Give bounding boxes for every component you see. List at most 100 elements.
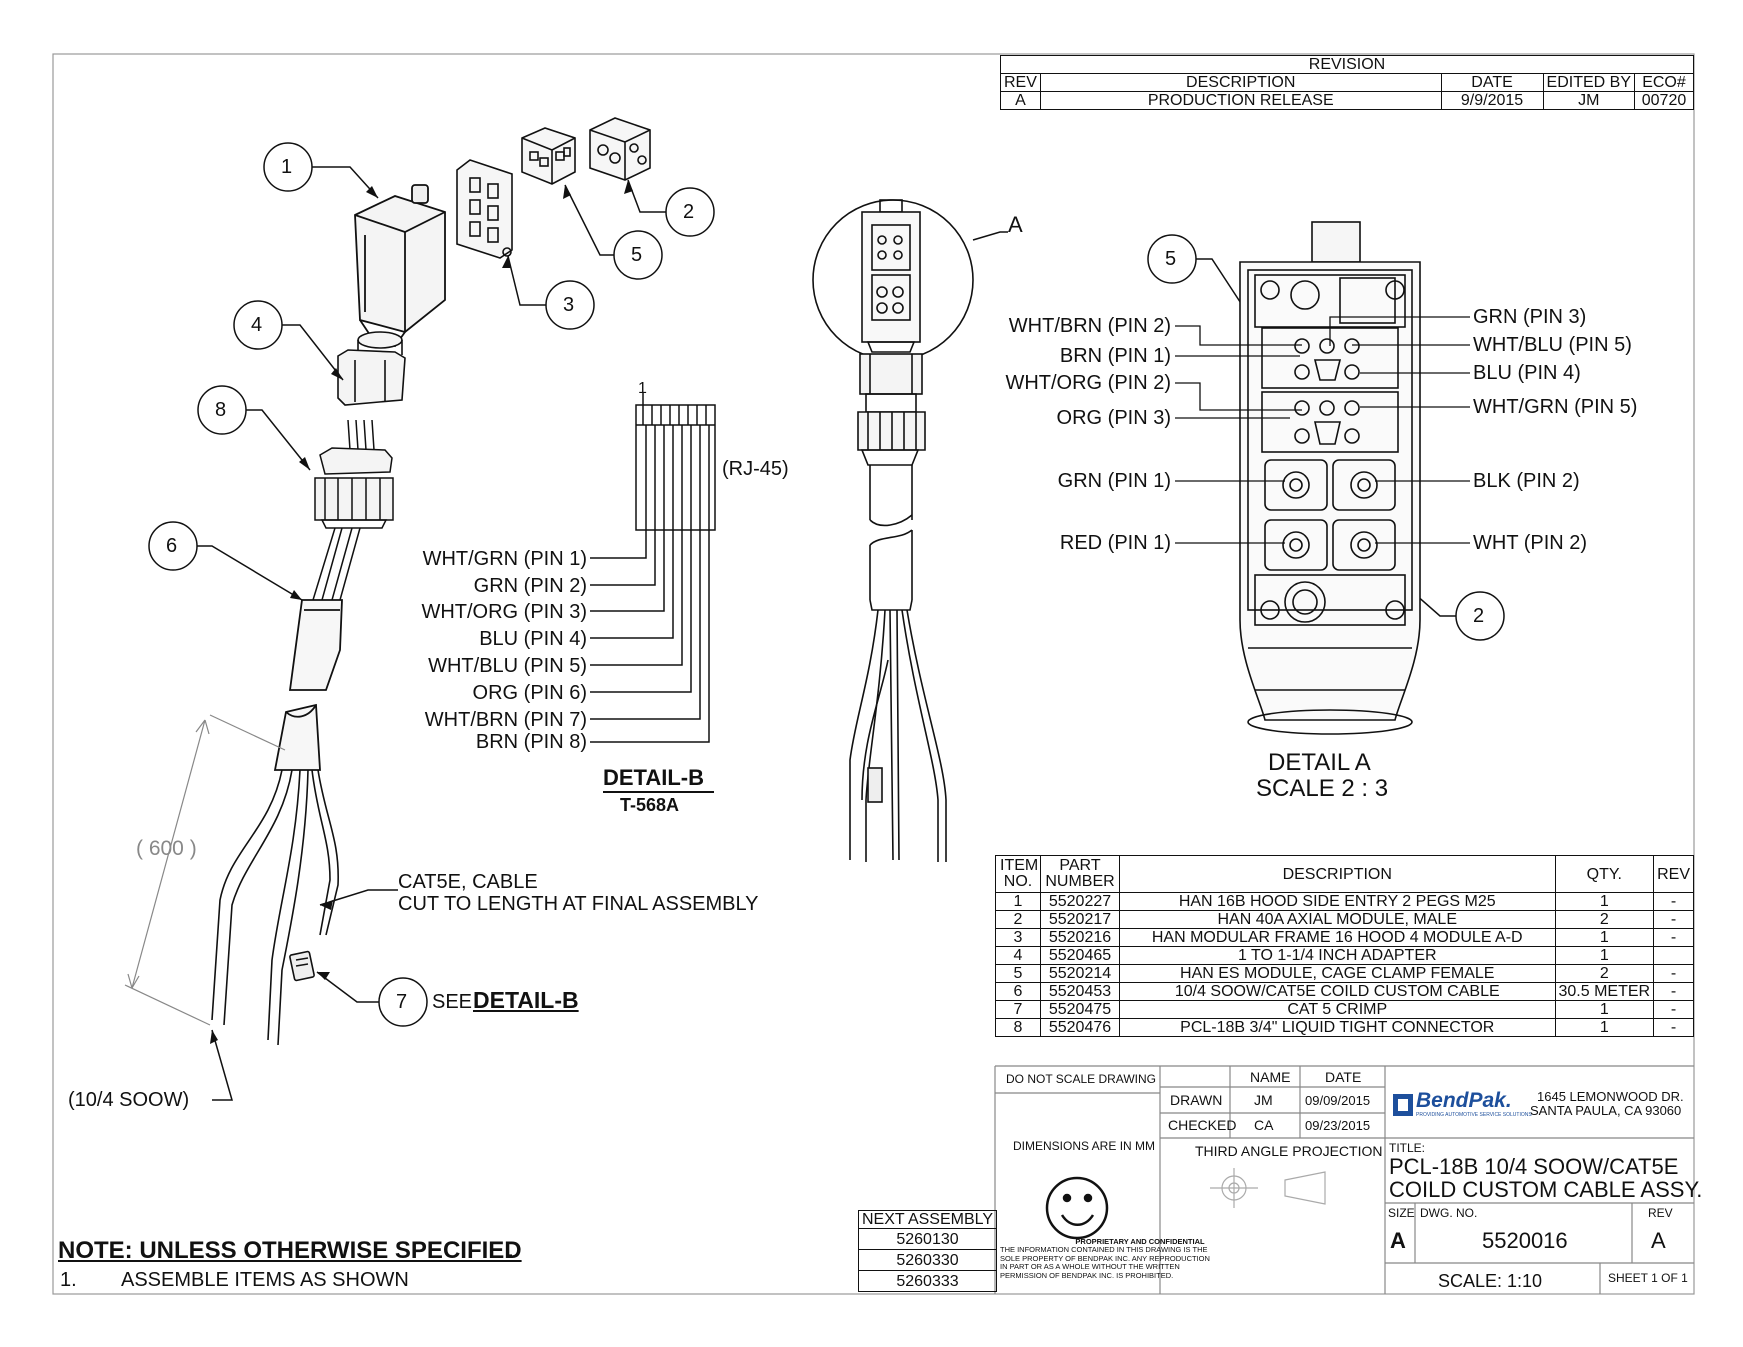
bom-cell: 1 xyxy=(995,892,1041,911)
bom-cell: 5 xyxy=(995,964,1041,983)
checked-date: 09/23/2015 xyxy=(1305,1118,1371,1133)
bom-qty-header: QTY. xyxy=(1554,855,1655,893)
dimensions-note: DIMENSIONS ARE IN MM xyxy=(1013,1139,1156,1153)
balloon-6: 6 xyxy=(166,535,178,557)
drawn-name: JM xyxy=(1254,1092,1273,1108)
rev-eco: 00720 xyxy=(1634,91,1694,110)
bom-cell: CAT 5 CRIMP xyxy=(1119,1000,1556,1019)
detail-a-left-5: GRN (PIN 1) xyxy=(1057,470,1171,492)
bom-cell: - xyxy=(1653,928,1694,947)
notes-title-period: . xyxy=(507,1237,514,1264)
note-1-text: ASSEMBLE ITEMS AS SHOWN xyxy=(121,1269,409,1291)
checked-name: CA xyxy=(1254,1117,1274,1133)
proprietary-text: THE INFORMATION CONTAINED IN THIS DRAWIN… xyxy=(1000,1245,1210,1280)
bom-description-header: DESCRIPTION xyxy=(1119,855,1556,893)
bom-item-header-text: ITEM NO. xyxy=(1000,857,1039,890)
next-assembly-row: 5260330 xyxy=(857,1249,998,1271)
balloon-4: 4 xyxy=(251,314,263,336)
bom-cell: 3 xyxy=(995,928,1041,947)
projection-symbol xyxy=(1210,1168,1326,1208)
bendpak-logo: BendPak. xyxy=(1416,1089,1512,1112)
detail-a-right-6: WHT (PIN 2) xyxy=(1473,532,1588,554)
rev-date: 9/9/2015 xyxy=(1440,91,1544,110)
drawing-title-line1: PCL-18B 10/4 SOOW/CAT5E xyxy=(1389,1154,1679,1179)
rj45-connector xyxy=(590,393,716,743)
lower-wires xyxy=(211,769,339,1046)
cable-sleeve-lower xyxy=(273,703,321,771)
bom-cell: HAN ES MODULE, CAGE CLAMP FEMALE xyxy=(1119,964,1556,983)
rj45-pin-one: 1 xyxy=(638,380,647,397)
bom-cell: 5520227 xyxy=(1040,892,1120,911)
balloon-3: 3 xyxy=(563,294,575,316)
bom-cell: 5520214 xyxy=(1040,964,1120,983)
detail-a-marker: A xyxy=(1008,212,1023,237)
axial-module-part xyxy=(589,117,651,181)
title-label: TITLE: xyxy=(1389,1141,1426,1155)
balloon-2: 2 xyxy=(683,201,695,223)
balloon-7: 7 xyxy=(396,991,408,1013)
dimension-600 xyxy=(124,714,286,1026)
drawing-title-line2: COILD CUSTOM CABLE ASSY. xyxy=(1389,1177,1703,1202)
size-value: A xyxy=(1390,1228,1406,1253)
description-header: DESCRIPTION xyxy=(1039,73,1442,92)
rj45-label: (RJ-45) xyxy=(722,458,789,480)
drawn-label: DRAWN xyxy=(1170,1092,1223,1108)
balloon-2-detail: 2 xyxy=(1473,605,1485,627)
bom-cell: 2 xyxy=(995,910,1041,929)
bom-part-header: PART NUMBER xyxy=(1040,855,1120,893)
detail-a-left-2: BRN (PIN 1) xyxy=(1059,345,1171,367)
detail-a-left-3: WHT/ORG (PIN 2) xyxy=(1005,372,1171,394)
detail-a-right-1: GRN (PIN 3) xyxy=(1473,306,1587,328)
bom-cell: 5520475 xyxy=(1040,1000,1120,1019)
next-assembly-row: 5260130 xyxy=(857,1228,998,1250)
detail-a-scale: SCALE 2 : 3 xyxy=(1256,775,1389,802)
bom-cell: 30.5 METER xyxy=(1554,982,1655,1001)
address-line1: 1645 LEMONWOOD DR. xyxy=(1537,1089,1684,1104)
cat5-note-line1: CAT5E, CABLE xyxy=(398,871,538,893)
projection-label: THIRD ANGLE PROJECTION xyxy=(1195,1143,1383,1159)
see-label: SEE xyxy=(432,991,473,1013)
dimension-600-label: ( 600 ) xyxy=(136,837,197,860)
cable-sleeve xyxy=(288,599,343,691)
bom-cell: - xyxy=(1653,1018,1694,1037)
detail-a-title: DETAIL A xyxy=(1268,749,1371,776)
bendpak-logo-mark xyxy=(1393,1094,1413,1116)
detail-a-right-3: BLU (PIN 4) xyxy=(1473,362,1581,384)
revision-title: REVISION xyxy=(1000,55,1694,74)
liquid-tight-connector-part xyxy=(314,419,394,529)
drawing-border xyxy=(52,53,1695,1295)
hood-part xyxy=(354,184,446,348)
bom-cell: 7 xyxy=(995,1000,1041,1019)
rev-header: REV xyxy=(1000,73,1041,92)
notes-title: NOTE: UNLESS OTHERWISE SPECIFIED xyxy=(58,1237,522,1264)
rj45-pin-1: WHT/GRN (PIN 1) xyxy=(422,548,587,570)
bom-cell: 2 xyxy=(1554,964,1655,983)
date-header: DATE xyxy=(1440,73,1544,92)
center-side-view xyxy=(812,199,1008,862)
bom-cell: HAN MODULAR FRAME 16 HOOD 4 MODULE A-D xyxy=(1119,928,1556,947)
detail-a-leaders xyxy=(1175,316,1470,544)
rev-description: PRODUCTION RELEASE xyxy=(1039,91,1442,110)
bom-cell: 1 TO 1-1/4 INCH ADAPTER xyxy=(1119,946,1556,965)
bom-cell: 4 xyxy=(995,946,1041,965)
drawn-date: 09/09/2015 xyxy=(1305,1093,1371,1108)
bendpak-tagline: PROVIDING AUTOMOTIVE SERVICE SOLUTIONS xyxy=(1416,1112,1532,1118)
leader-arrows xyxy=(210,180,633,1044)
bom-cell: 1 xyxy=(1554,946,1655,965)
bom-cell: 5520476 xyxy=(1040,1018,1120,1037)
frame-part xyxy=(456,159,513,259)
detail-a-right-2: WHT/BLU (PIN 5) xyxy=(1473,334,1632,356)
next-assembly-row: 5260333 xyxy=(857,1270,998,1292)
rj45-pin-8: BRN (PIN 8) xyxy=(475,731,587,753)
edited-by-header: EDITED BY xyxy=(1542,73,1636,92)
bom-cell: 8 xyxy=(995,1018,1041,1037)
detail-a-right-4: WHT/GRN (PIN 5) xyxy=(1473,396,1638,418)
balloon-8: 8 xyxy=(215,399,227,421)
